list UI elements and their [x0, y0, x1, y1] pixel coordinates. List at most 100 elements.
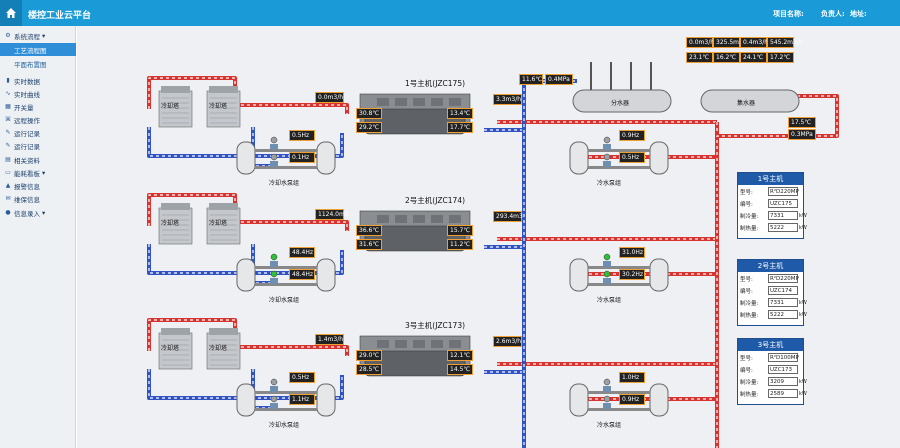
chilled-pump-freq: 0.9Hz: [619, 130, 645, 141]
sidebar-item-13[interactable]: ●信息录入▾: [0, 206, 76, 219]
switch-icon: ▦: [5, 102, 11, 110]
maintenance-icon: ✉: [5, 194, 11, 202]
sidebar-item-5[interactable]: ▦开关量: [0, 100, 76, 113]
cooling-tower[interactable]: [206, 328, 241, 370]
chilled-pump-freq: 1.0Hz: [619, 372, 645, 383]
chilled-pump-freq: 30.2Hz: [619, 269, 645, 280]
cooling-tower-label: 冷却塔: [209, 220, 228, 227]
address-label: 地址:: [850, 10, 867, 18]
owner-label: 负责人:: [821, 10, 845, 18]
pump-status-icon: [270, 378, 278, 386]
evaporator-in-temp: 15.7℃: [447, 225, 473, 236]
pump-status-icon: [603, 395, 611, 403]
cooling-pump-group-2[interactable]: [236, 253, 336, 292]
card-power-unit: kW: [799, 391, 807, 397]
gear-icon: ⚙: [5, 31, 11, 39]
cooling-tower-label: 冷却塔: [161, 345, 180, 352]
card-model-value: R²D220MP: [768, 187, 799, 196]
sidebar-item-4[interactable]: ∿实时曲线: [0, 87, 76, 100]
home-icon: [6, 8, 16, 18]
cooling-pump-freq: 48.4Hz: [289, 247, 315, 258]
sidebar-item-label: 实时数据: [14, 77, 40, 86]
card-model-label: 型号:: [740, 356, 753, 362]
collector-label: 集水器: [737, 100, 756, 107]
sidebar-item-2[interactable]: 平面布置图: [0, 57, 76, 70]
sidebar-item-label: 能耗看板: [14, 169, 40, 178]
chilled-pump-group-3[interactable]: [569, 378, 669, 417]
card-cool-unit: kW: [799, 300, 807, 306]
edit-icon: ✎: [5, 141, 11, 149]
sidebar-item-6[interactable]: ⌘远程操作: [0, 113, 76, 126]
evaporator-out-temp: 17.7℃: [447, 122, 473, 133]
cooling-tower[interactable]: [158, 86, 193, 128]
sidebar-item-9[interactable]: ▤相关资料: [0, 153, 76, 166]
sidebar-item-label: 实时曲线: [14, 90, 40, 99]
supply-pressure-value: 0.4MPa: [545, 74, 573, 85]
distributor-vessel[interactable]: [572, 62, 672, 113]
sidebar-item-0[interactable]: ⚙系统流程▾: [0, 29, 76, 42]
card-power-value: 5222: [768, 310, 798, 319]
cooling-pump-freq: 1.1Hz: [289, 394, 315, 405]
card-power-unit: kW: [799, 225, 807, 231]
cooling-tower-label: 冷却塔: [209, 103, 228, 110]
card-power-value: 5222: [768, 223, 798, 232]
card-code-value: UZC175: [768, 199, 798, 208]
sidebar-item-label: 工艺流程图: [14, 46, 47, 55]
header-temp-value: 24.1℃: [740, 52, 767, 63]
sidebar-item-10[interactable]: ▭能耗看板▾: [0, 166, 76, 179]
cooling-tower-label: 冷却塔: [161, 103, 180, 110]
cooling-pump-label: 冷却水泵组: [269, 180, 300, 187]
collector-vessel[interactable]: [700, 89, 800, 113]
chilled-pump-group-2[interactable]: [569, 253, 669, 292]
cooling-pump-label: 冷却水泵组: [269, 422, 300, 429]
card-model-value: R²D220MP: [768, 274, 799, 283]
pump-status-icon: [603, 378, 611, 386]
card-cool-label: 制冷量:: [740, 214, 759, 220]
chilled-pump-group-1[interactable]: [569, 136, 669, 175]
condenser-out-temp: 31.6℃: [356, 239, 382, 250]
sidebar-item-1[interactable]: 工艺流程图: [0, 43, 76, 56]
header-flow-value: 545.2m3/h: [767, 37, 803, 48]
cooling-tower[interactable]: [206, 86, 241, 128]
sidebar-item-8[interactable]: ✎运行记录: [0, 139, 76, 152]
cooling-tower[interactable]: [158, 328, 193, 370]
collector-return-pipe: [715, 94, 839, 144]
sidebar-item-11[interactable]: ▲报警信息: [0, 179, 76, 192]
cooling-pump-group-1[interactable]: [236, 136, 336, 175]
header-temp-value: 17.2℃: [767, 52, 794, 63]
condenser-out-temp: 28.5℃: [356, 364, 382, 375]
chilled-pump-freq: 31.0Hz: [619, 247, 645, 258]
cooling-tower[interactable]: [206, 203, 241, 245]
dashboard-icon: ▭: [5, 168, 11, 176]
cooling-pump-group-3[interactable]: [236, 378, 336, 417]
cooling-tower-label: 冷却塔: [209, 345, 228, 352]
remote-icon: ⌘: [5, 115, 11, 123]
sidebar-item-label: 相关资料: [14, 156, 40, 165]
card-cool-unit: kW: [799, 213, 807, 219]
sidebar-item-label: 维保信息: [14, 195, 40, 204]
sidebar-item-label: 远程操作: [14, 116, 40, 125]
pump-status-icon: [270, 253, 278, 261]
sidebar-item-label: 开关量: [14, 103, 34, 112]
cooling-pump-freq: 0.1Hz: [289, 152, 315, 163]
sidebar-item-7[interactable]: ✎运行记录: [0, 126, 76, 139]
card-code-value: UZC174: [768, 286, 798, 295]
supply-temp-value: 11.6℃: [519, 74, 543, 85]
sidebar-item-12[interactable]: ✉维保信息: [0, 192, 76, 205]
card-cool-label: 制冷量:: [740, 301, 759, 307]
card-model-label: 型号:: [740, 277, 753, 283]
chart-icon: ▮: [6, 76, 10, 84]
cooling-pump-freq: 0.5Hz: [289, 130, 315, 141]
chilled-pump-freq: 0.5Hz: [619, 152, 645, 163]
card-cool-value: 3209: [768, 377, 798, 386]
cooling-tower[interactable]: [158, 203, 193, 245]
pump-status-icon: [270, 395, 278, 403]
card-code-label: 编号:: [740, 202, 753, 208]
home-button[interactable]: [0, 0, 22, 26]
sidebar-item-3[interactable]: ▮ 实时数据: [0, 74, 76, 87]
cooling-pump-freq: 0.5Hz: [289, 372, 315, 383]
top-bar: 楼控工业云平台 项目名称: 负责人: 地址:: [0, 0, 900, 26]
pump-status-icon: [603, 270, 611, 278]
